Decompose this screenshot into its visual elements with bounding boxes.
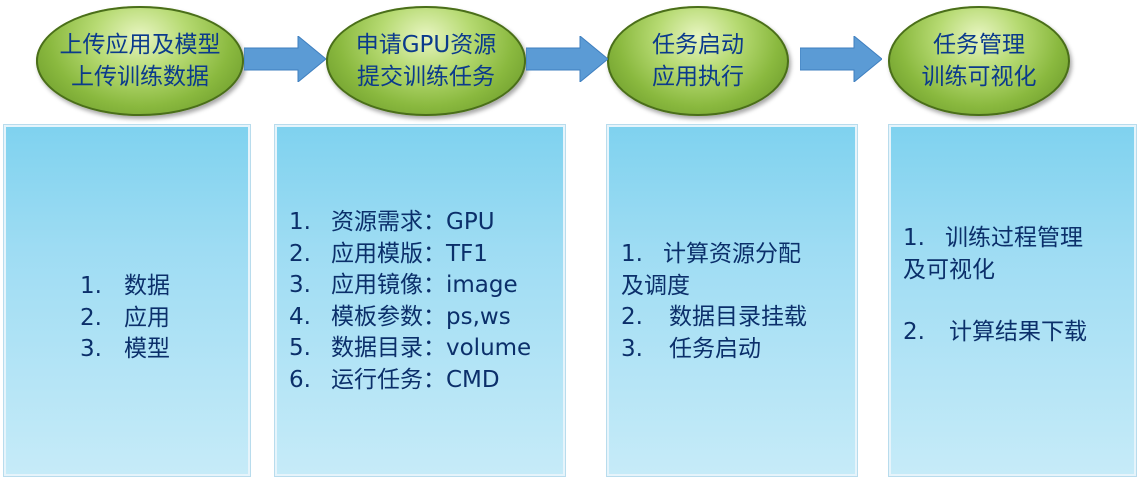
list-item-continuation: 及可视化 xyxy=(903,255,1087,287)
panel-apply-list: 1. 资源需求：GPU 2. 应用模版：TF1 3. 应用镜像：image 4. 模板参… xyxy=(289,207,531,396)
panel-upload-list: 1. 数据 2. 应用 3. 模型 xyxy=(80,271,170,366)
panel-manage-list: 1. 训练过程管理 及可视化 2. 计算结果下载 xyxy=(903,223,1087,349)
list-item: 2. 数据目录挂载 xyxy=(621,302,807,334)
list-item: 6. 运行任务：CMD xyxy=(289,365,531,397)
list-item-continuation: 及调度 xyxy=(621,271,807,303)
list-item-text: 数据 xyxy=(124,273,170,299)
list-item-text: 计算资源分配 xyxy=(663,241,801,267)
list-item-text: 模型 xyxy=(124,336,170,362)
list-item-number: 5. xyxy=(289,335,311,361)
stage-upload-line-2: 上传训练数据 xyxy=(71,64,209,90)
panel-start: 1. 计算资源分配 及调度 2. 数据目录挂载 3. 任务启动 xyxy=(607,125,857,476)
arrow-right-icon xyxy=(800,36,882,82)
list-item: 1. 数据 xyxy=(80,271,170,303)
list-item-text: 应用 xyxy=(124,304,170,331)
panel-start-list: 1. 计算资源分配 及调度 2. 数据目录挂载 3. 任务启动 xyxy=(621,239,807,365)
list-item-number: 1. xyxy=(289,209,311,235)
stage-apply: 申请GPU资源 提交训练任务 xyxy=(326,6,526,116)
list-item: 3. 任务启动 xyxy=(621,334,807,366)
list-item-text: 计算结果下载 xyxy=(949,319,1087,345)
list-item-number: 3. xyxy=(289,272,311,298)
list-item-text: 任务启动 xyxy=(669,335,761,362)
stage-manage-line-2: 训练可视化 xyxy=(921,64,1037,90)
arrow-right-icon xyxy=(244,36,326,82)
list-item: 4. 模板参数：ps,ws xyxy=(289,302,531,334)
list-item-text: 运行任务：CMD xyxy=(331,366,500,393)
stage-manage: 任务管理 训练可视化 xyxy=(888,6,1070,116)
stage-apply-line-1: 申请GPU资源 xyxy=(355,32,497,58)
list-item: 3. 模型 xyxy=(80,334,170,366)
list-item-number: 6. xyxy=(289,366,311,393)
list-item-number: 1. xyxy=(80,273,102,299)
stage-start-line-1: 任务启动 xyxy=(652,32,744,58)
list-item: 3. 应用镜像：image xyxy=(289,270,531,302)
list-item-text: 应用镜像：image xyxy=(331,272,518,298)
arrow-right-icon xyxy=(526,36,608,82)
list-item-text: 应用模版：TF1 xyxy=(331,240,488,267)
stage-start: 任务启动 应用执行 xyxy=(607,6,789,116)
list-item: 2. 计算结果下载 xyxy=(903,317,1087,349)
stage-upload-line-1: 上传应用及模型 xyxy=(59,32,221,58)
list-item-text: 模板参数：ps,ws xyxy=(331,303,511,330)
list-item: 5. 数据目录：volume xyxy=(289,333,531,365)
list-item-text: 及调度 xyxy=(621,272,690,299)
list-item: 1. 资源需求：GPU xyxy=(289,207,531,239)
stage-manage-line-1: 任务管理 xyxy=(933,32,1025,58)
list-item-number: 1. xyxy=(903,225,925,251)
list-item-text: 训练过程管理 xyxy=(945,225,1083,251)
list-item-text: 数据目录挂载 xyxy=(669,304,807,330)
panel-manage: 1. 训练过程管理 及可视化 2. 计算结果下载 xyxy=(889,125,1136,476)
list-item-number: 4. xyxy=(289,303,311,330)
stage-upload: 上传应用及模型 上传训练数据 xyxy=(36,6,244,116)
list-item-number: 2. xyxy=(80,304,102,331)
list-item-text: 数据目录：volume xyxy=(331,335,532,361)
list-item-number: 1. xyxy=(621,241,643,267)
stage-apply-line-2: 提交训练任务 xyxy=(357,64,495,90)
list-item: 1. 计算资源分配 xyxy=(621,239,807,271)
list-item: 2. 应用模版：TF1 xyxy=(289,239,531,271)
panel-upload: 1. 数据 2. 应用 3. 模型 xyxy=(4,125,250,476)
list-item: 2. 应用 xyxy=(80,303,170,335)
panel-apply: 1. 资源需求：GPU 2. 应用模版：TF1 3. 应用镜像：image 4. 模板参… xyxy=(275,125,565,476)
list-item-text: 资源需求：GPU xyxy=(331,209,495,235)
list-item-number: 3. xyxy=(621,335,643,362)
list-item-number: 2. xyxy=(621,304,643,330)
stage-start-line-2: 应用执行 xyxy=(652,64,744,90)
list-item-text: 及可视化 xyxy=(903,256,995,283)
list-item-number: 2. xyxy=(289,240,311,267)
list-item-spacer xyxy=(903,286,1087,317)
list-item: 1. 训练过程管理 xyxy=(903,223,1087,255)
list-item-number: 2. xyxy=(903,319,925,345)
list-item-number: 3. xyxy=(80,336,102,362)
